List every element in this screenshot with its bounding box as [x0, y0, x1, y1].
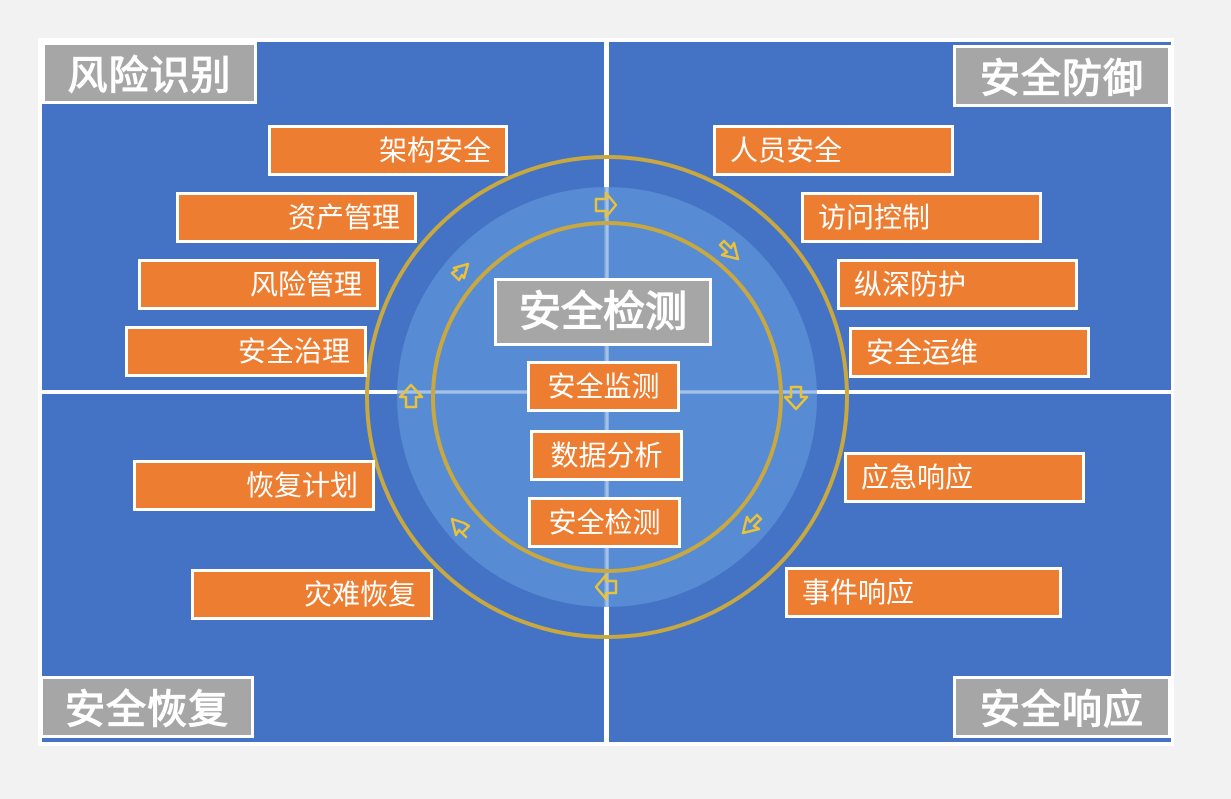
arrow-down-right-icon — [718, 239, 740, 261]
item-recovery-plan: 恢复计划 — [133, 460, 375, 511]
item-disaster-recovery: 灾难恢复 — [191, 569, 433, 620]
item-personnel-security: 人员安全 — [713, 125, 954, 176]
corner-title-risk-identification: 风险识别 — [42, 42, 257, 104]
item-risk-management: 风险管理 — [138, 259, 379, 310]
corner-title-security-response: 安全响应 — [953, 676, 1171, 738]
corner-title-security-recovery: 安全恢复 — [40, 676, 254, 738]
arrow-left-icon — [594, 573, 618, 601]
outer-ring — [365, 155, 849, 639]
arrow-up-icon — [398, 383, 424, 409]
arrow-up-left-icon — [450, 517, 471, 539]
item-access-control: 访问控制 — [801, 192, 1042, 243]
center-title-security-detection: 安全检测 — [494, 278, 712, 346]
corner-title-security-defense: 安全防御 — [953, 45, 1171, 107]
item-asset-management: 资产管理 — [176, 192, 417, 243]
item-security-governance: 安全治理 — [125, 326, 367, 377]
item-defense-in-depth: 纵深防护 — [837, 259, 1078, 310]
arrow-right-icon — [594, 191, 618, 219]
center-item-security-detection: 安全检测 — [528, 497, 681, 548]
arrow-up-right-icon — [450, 262, 470, 282]
item-incident-response: 事件响应 — [785, 567, 1062, 618]
item-security-operations: 安全运维 — [849, 327, 1090, 378]
arrow-down-left-icon — [741, 513, 763, 535]
item-emergency-response: 应急响应 — [844, 452, 1085, 503]
inner-ring — [431, 221, 783, 573]
center-item-security-monitoring: 安全监测 — [527, 361, 680, 412]
center-item-data-analysis: 数据分析 — [530, 430, 683, 481]
arrow-down-icon — [783, 385, 809, 411]
item-architecture-security: 架构安全 — [268, 125, 508, 176]
